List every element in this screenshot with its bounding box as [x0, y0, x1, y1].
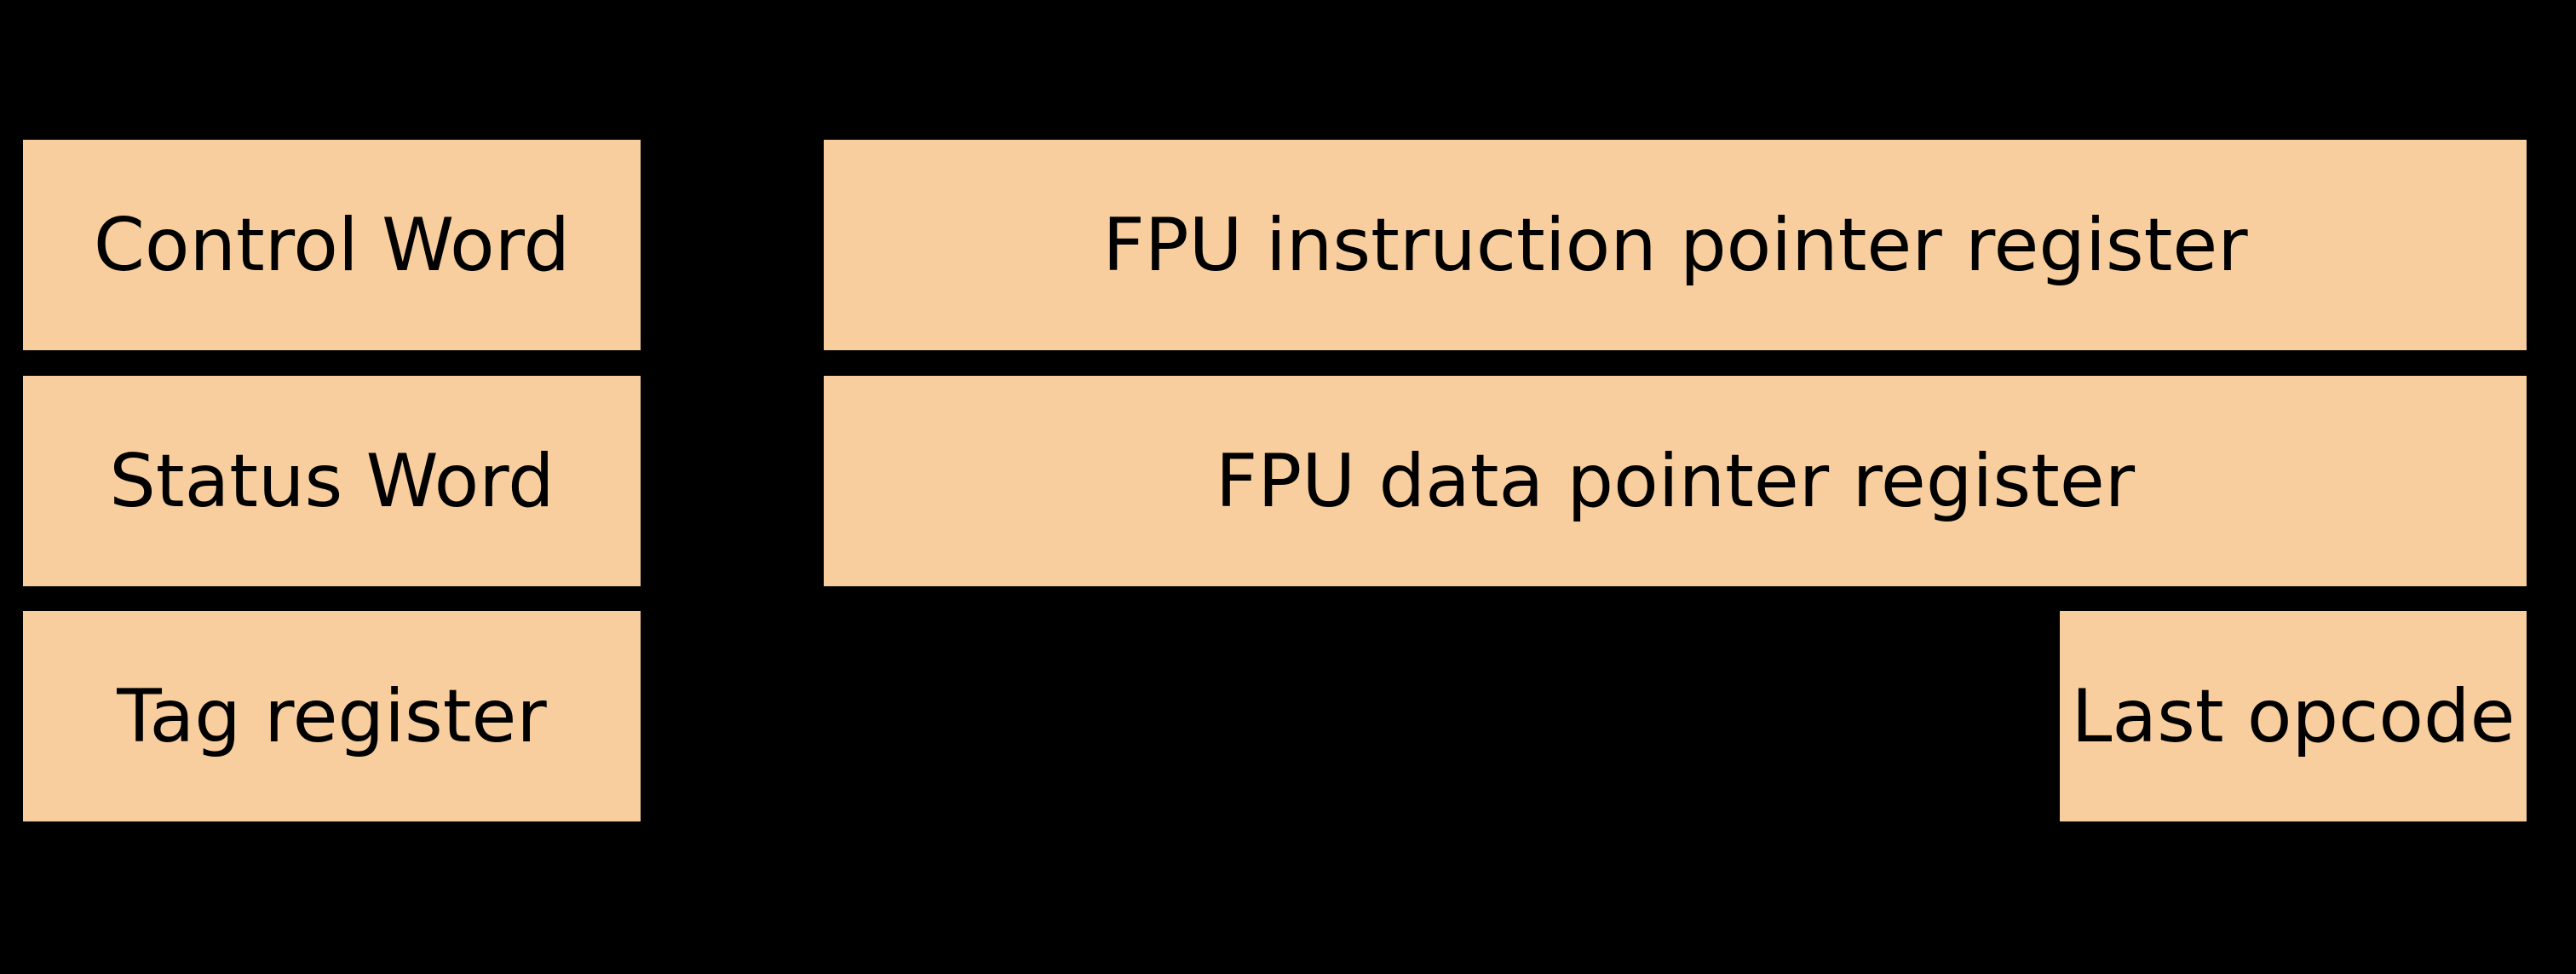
fpu-data-pointer-label: FPU data pointer register	[1215, 438, 2136, 524]
status-word-label: Status Word	[109, 438, 555, 524]
tag-register-label: Tag register	[117, 673, 547, 759]
fpu-instruction-pointer-box: FPU instruction pointer register	[824, 140, 2527, 350]
tag-register-box: Tag register	[23, 611, 641, 821]
last-opcode-label: Last opcode	[2071, 673, 2516, 759]
fpu-data-pointer-box: FPU data pointer register	[824, 376, 2527, 586]
last-opcode-box: Last opcode	[2060, 611, 2527, 821]
fpu-instruction-pointer-label: FPU instruction pointer register	[1102, 202, 2248, 288]
status-word-box: Status Word	[23, 376, 641, 586]
control-word-label: Control Word	[93, 202, 571, 288]
control-word-box: Control Word	[23, 140, 641, 350]
